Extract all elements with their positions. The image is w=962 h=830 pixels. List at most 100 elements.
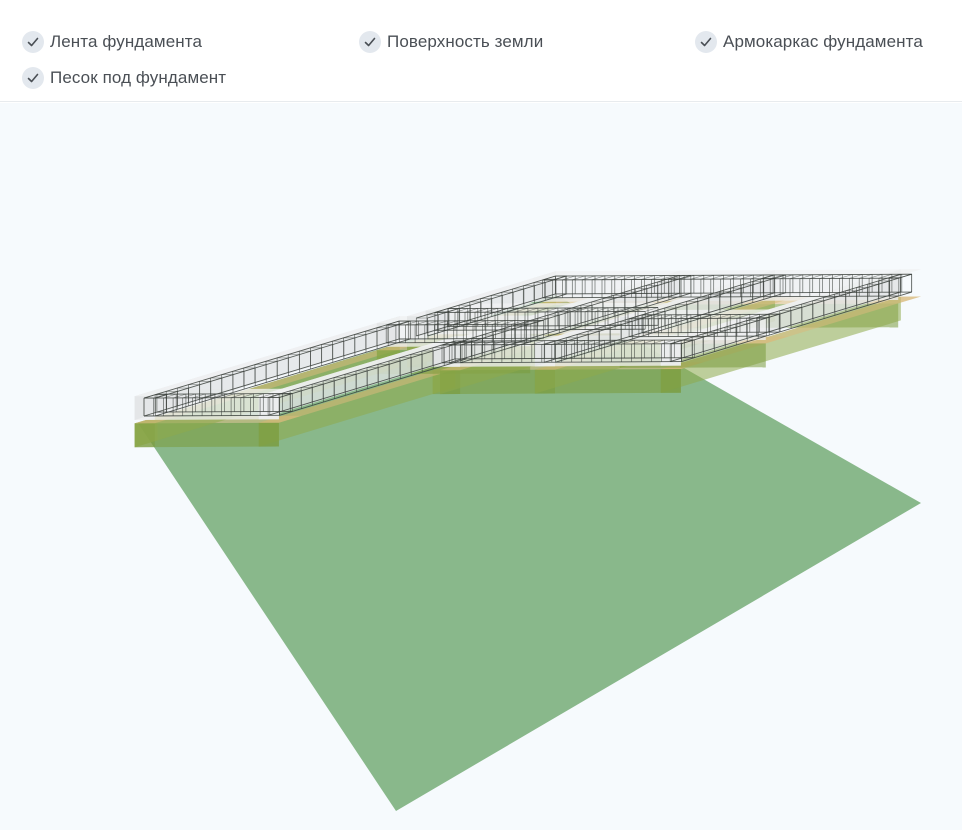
rebar-stirrup xyxy=(511,340,525,345)
rebar-stirrup xyxy=(740,274,754,280)
rebar-stirrup xyxy=(746,314,760,319)
check-icon xyxy=(695,31,717,53)
rebar-rod xyxy=(544,274,775,345)
rebar-rod xyxy=(544,292,775,363)
rebar-stirrup xyxy=(878,274,892,279)
layer-label: Лента фундамента xyxy=(50,32,203,51)
rebar-rod xyxy=(670,291,901,363)
rebar-stirrup xyxy=(561,340,575,345)
rebar-stirrup xyxy=(595,307,609,312)
rebar-rod xyxy=(386,323,531,326)
rebar-stirrup xyxy=(629,314,642,320)
rebar-rod xyxy=(434,328,646,331)
rebar-stirrup xyxy=(645,307,659,312)
rebar-stirrup xyxy=(641,339,655,345)
rebar-stirrup xyxy=(531,340,545,345)
layer-toggle-ground-surface[interactable]: Поверхность земли xyxy=(359,30,543,54)
rebar-stirrup xyxy=(658,314,672,319)
rebar-stirrup xyxy=(621,339,635,345)
rebar-stirrup xyxy=(173,393,186,399)
layer-toggle-foundation-strip[interactable]: Лента фундамента xyxy=(22,30,202,54)
rebar-stirrup xyxy=(687,314,701,319)
rebar-rod xyxy=(427,293,567,337)
rebar-stirrup xyxy=(849,274,863,279)
rebar-stirrup xyxy=(641,275,655,280)
rebar-stirrup xyxy=(789,274,803,279)
layer-label: Песок под фундамент xyxy=(50,68,227,87)
rebar-stirrup xyxy=(681,275,694,280)
rebar-stirrup xyxy=(651,275,665,280)
rebar-stirrup xyxy=(766,313,780,319)
rebar-stirrup xyxy=(829,274,843,279)
rebar-stirrup xyxy=(799,274,813,279)
rebar-stirrup xyxy=(484,308,498,313)
rebar-stirrup xyxy=(541,340,555,345)
layers-panel: Лента фундамента Поверхность земли Армок… xyxy=(0,0,962,102)
rebar-stirrup xyxy=(434,308,448,313)
rebar-stirrup xyxy=(182,393,196,399)
rebar-rod xyxy=(555,292,786,363)
rebar-stirrup xyxy=(700,275,714,280)
rebar-stirrup xyxy=(565,307,578,313)
ground-surface xyxy=(138,295,921,811)
rebar-stirrup xyxy=(661,339,675,345)
rebar-stirrup xyxy=(250,393,264,398)
rebar-stirrup xyxy=(163,393,177,399)
rebar-rod xyxy=(460,274,691,346)
rebar-stirrup xyxy=(615,307,629,312)
rebar-stirrup xyxy=(678,314,691,319)
rebar-stirrup xyxy=(736,314,750,319)
rebar-stirrup xyxy=(592,275,605,280)
foundation-3d-model[interactable] xyxy=(0,103,962,830)
rebar-stirrup xyxy=(524,307,538,313)
rebar-rod xyxy=(155,320,411,399)
rebar-stirrup xyxy=(730,274,744,280)
rebar-stirrup xyxy=(260,393,274,398)
rebar-stirrup xyxy=(572,275,586,281)
rebar-stirrup xyxy=(555,307,568,313)
rebar-stirrup xyxy=(611,275,625,280)
3d-viewport[interactable] xyxy=(0,103,962,830)
rebar-stirrup xyxy=(710,274,724,280)
rebar-rod xyxy=(399,319,544,322)
rebar-rod xyxy=(279,358,467,416)
rebar-stirrup xyxy=(621,275,635,280)
layer-toggle-rebar-cage[interactable]: Армокаркас фундамента xyxy=(695,30,923,54)
rebar-stirrup xyxy=(494,308,508,313)
rebar-stirrup xyxy=(707,314,721,319)
rebar-stirrup xyxy=(444,308,458,313)
rebar-rod xyxy=(681,291,912,363)
rebar-stirrup xyxy=(395,320,409,326)
rebar-stirrup xyxy=(545,307,558,313)
rebar-stirrup xyxy=(681,339,695,344)
rebar-stirrup xyxy=(819,274,833,279)
rebar-stirrup xyxy=(575,307,588,312)
rebar-stirrup xyxy=(631,339,645,345)
rebar-stirrup xyxy=(279,393,293,398)
rebar-stirrup xyxy=(638,314,652,320)
rebar-stirrup xyxy=(601,275,615,280)
rebar-cage xyxy=(143,273,913,417)
rebar-stirrup xyxy=(585,307,598,312)
rebar-stirrup xyxy=(591,340,605,345)
layer-toggle-sand-bed[interactable]: Песок под фундамент xyxy=(22,66,226,90)
rebar-stirrup xyxy=(454,308,468,313)
rebar-stirrup xyxy=(720,274,734,280)
rebar-rod xyxy=(629,335,767,338)
rebar-stirrup xyxy=(625,307,639,312)
rebar-stirrup xyxy=(671,339,685,345)
rebar-stirrup xyxy=(859,274,873,279)
rebar-stirrup xyxy=(504,307,518,313)
ground-plane xyxy=(138,295,921,811)
rebar-rod xyxy=(267,340,456,398)
rebar-rod xyxy=(143,320,400,399)
rebar-stirrup xyxy=(668,314,682,319)
check-icon xyxy=(22,67,44,89)
rebar-stirrup xyxy=(648,314,662,319)
rebar-rod xyxy=(267,358,456,416)
rebar-rod xyxy=(447,324,659,327)
rebar-rod xyxy=(416,293,556,337)
rebar-rod xyxy=(155,338,411,417)
rebar-stirrup xyxy=(221,393,235,398)
rebar-stirrup xyxy=(717,314,731,319)
